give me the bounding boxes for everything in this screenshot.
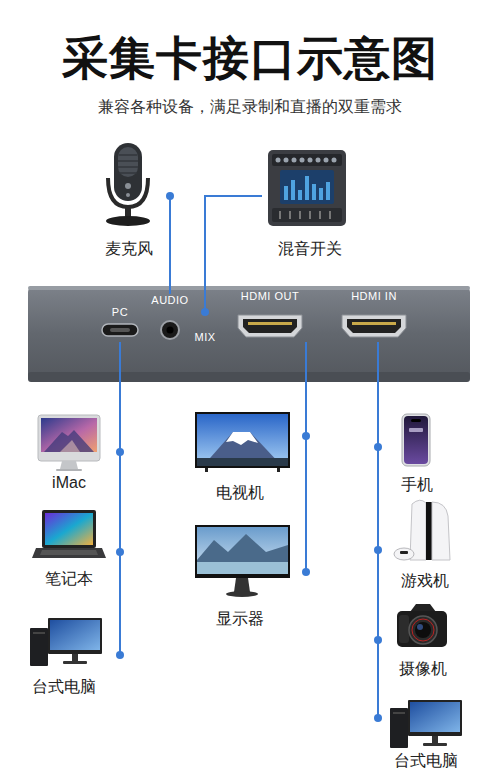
- monitor-icon: [195, 525, 290, 597]
- desktop-pc-icon: [390, 700, 462, 748]
- connector-line: [377, 342, 379, 447]
- port-label: AUDIO: [151, 294, 188, 307]
- connector-dot: [201, 308, 209, 316]
- device-node: 显示器: [186, 520, 306, 628]
- device-node: 台式电脑: [20, 612, 120, 696]
- connector-line: [377, 342, 379, 550]
- device-label: 游戏机: [401, 571, 449, 590]
- device-node: 手机: [378, 410, 456, 494]
- camera-icon: [397, 604, 447, 647]
- port-label: HDMI IN: [351, 290, 397, 303]
- device-label: 电视机: [216, 483, 264, 502]
- port-node: MIX: [190, 312, 220, 344]
- device-label: 手机: [401, 475, 433, 494]
- microphone-icon: [106, 143, 150, 226]
- device-node: 电视机: [186, 408, 306, 502]
- connector-dot: [302, 568, 310, 576]
- connector-line: [377, 342, 379, 640]
- connector-line: [305, 342, 307, 572]
- port-label: PC: [112, 306, 128, 319]
- device-node: 台式电脑: [378, 698, 474, 770]
- phone-icon: [402, 414, 430, 466]
- connector-line: [119, 342, 121, 655]
- connector-dot: [374, 636, 382, 644]
- device-label: 混音开关: [278, 239, 342, 258]
- device-node: 游戏机: [378, 497, 472, 590]
- device-label: 笔记本: [45, 569, 93, 588]
- tv-icon: [195, 412, 290, 472]
- device-node: 笔记本: [28, 505, 120, 588]
- laptop-icon: [32, 510, 106, 558]
- capture-card-body: [28, 286, 470, 382]
- connector-dot: [302, 432, 310, 440]
- connector-dot: [116, 448, 124, 456]
- connector-dot: [116, 651, 124, 659]
- port-node: AUDIO: [148, 294, 192, 342]
- port-node: HDMI OUT: [226, 290, 314, 342]
- game-console-icon: [394, 500, 450, 560]
- device-label: 摄像机: [399, 659, 447, 678]
- device-label: 台式电脑: [394, 751, 458, 770]
- connector-dot: [166, 192, 174, 200]
- connector-line: [119, 342, 121, 552]
- connector-line: [169, 196, 171, 294]
- connector-line: [305, 342, 307, 436]
- device-node: iMac: [28, 410, 120, 492]
- device-node: 麦克风: [88, 140, 170, 258]
- device-label: iMac: [52, 473, 86, 492]
- port-shapes: [102, 315, 406, 339]
- port-node: HDMI IN: [334, 290, 414, 342]
- port-node: PC: [100, 306, 140, 342]
- device-label: 台式电脑: [32, 677, 96, 696]
- desktop-pc-icon: [30, 618, 102, 666]
- connector-dot: [374, 546, 382, 554]
- mixer-icon: [268, 150, 346, 226]
- connector-line: [119, 342, 121, 452]
- device-node: 混音开关: [262, 140, 358, 258]
- connector-dot: [374, 443, 382, 451]
- connector-dot: [116, 548, 124, 556]
- port-label: HDMI OUT: [241, 290, 299, 303]
- subtitle-label: 兼容各种设备，满足录制和直播的双重需求: [0, 96, 500, 118]
- imac-icon: [38, 415, 100, 471]
- device-node: 摄像机: [378, 600, 468, 678]
- device-label: 显示器: [216, 609, 264, 628]
- port-label: MIX: [194, 331, 215, 344]
- connector-dot: [374, 714, 382, 722]
- diagram-title: 采集卡接口示意图: [0, 30, 500, 86]
- device-label: 麦克风: [105, 239, 153, 258]
- connector-line: [377, 342, 379, 718]
